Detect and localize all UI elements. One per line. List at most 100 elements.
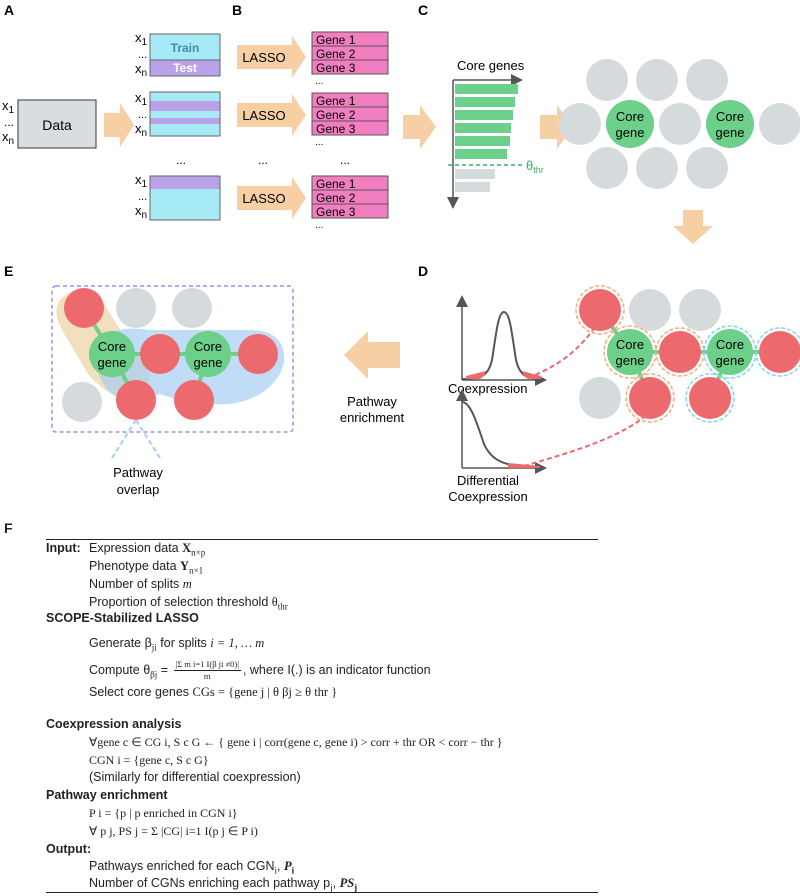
panel-label-a: A bbox=[4, 2, 14, 18]
core-gene-d2-line1: Core bbox=[716, 337, 744, 352]
gene-list-2-more: ... bbox=[315, 137, 323, 148]
split2-xn: xn bbox=[135, 121, 147, 139]
lasso-arrow-2: LASSO bbox=[237, 94, 306, 136]
core-gene-node-c1 bbox=[606, 100, 654, 148]
arrow-genes-to-coregenes bbox=[403, 105, 436, 149]
data-box bbox=[17, 99, 97, 149]
core-gene-c1-line2: gene bbox=[616, 125, 645, 140]
gene-list-1: Gene 1 Gene 2 Gene 3 ... bbox=[311, 31, 389, 87]
pathway-heading: Pathway enrichment bbox=[46, 788, 168, 802]
core-gene-e1-line2: gene bbox=[98, 355, 127, 370]
split1-test-label: Test bbox=[173, 61, 197, 75]
gene2-row2: Gene 2 bbox=[316, 108, 356, 122]
split1-x1: x1 bbox=[135, 30, 148, 48]
split3-xn: xn bbox=[135, 203, 147, 221]
bar-1 bbox=[455, 84, 518, 94]
split1-train-box bbox=[149, 33, 221, 61]
lasso-dots-between: ... bbox=[258, 153, 268, 167]
compute-line: Compute θβj = |Σ m i=1 I(β ji ≠0)|m, whe… bbox=[89, 659, 431, 681]
gene2-row3: Gene 2 bbox=[316, 191, 356, 205]
coex-line-1: ∀gene c ∈ CG i, S c G ← { gene i | corr(… bbox=[89, 735, 503, 749]
split2-test-band bbox=[150, 101, 220, 111]
split3-x1: x1 bbox=[135, 172, 148, 190]
arrow-d-to-e bbox=[344, 331, 400, 379]
gene1-row3: Gene 1 bbox=[316, 177, 356, 191]
lasso-arrow-3: LASSO bbox=[237, 177, 306, 219]
core-gene-c2-line2: gene bbox=[716, 125, 745, 140]
core-gene-c1-line1: Core bbox=[616, 109, 644, 124]
coexpression-heading: Coexpression analysis bbox=[46, 717, 182, 731]
panel-label-b: B bbox=[232, 2, 242, 18]
lasso-label-2: LASSO bbox=[242, 108, 285, 123]
workflow-figure: A B C E D x1 ... xn Data x1 ... xn Train… bbox=[2, 2, 800, 504]
pathway-overlap-line2: overlap bbox=[117, 482, 160, 497]
split-row-1: x1 ... xn Train Test bbox=[135, 30, 221, 79]
gene3-row1: Gene 3 bbox=[316, 61, 356, 75]
split1-dots: ... bbox=[138, 49, 147, 61]
split2-test-band-2 bbox=[150, 118, 220, 124]
pathway-line-1: P i = {p | p enriched in CGN i} bbox=[89, 806, 238, 820]
lasso-label-3: LASSO bbox=[242, 191, 285, 206]
core-gene-network-d: Core gene Core gene bbox=[575, 285, 800, 423]
input-line-1: Expression data Xn×p bbox=[89, 541, 206, 558]
lasso-label-1: LASSO bbox=[242, 50, 285, 65]
input-line-2: Phenotype data Yn×1 bbox=[89, 559, 204, 576]
split2-frame bbox=[149, 91, 221, 137]
compute-fraction: |Σ m i=1 I(β ji ≠0)|m bbox=[173, 659, 241, 681]
gene1-row1: Gene 1 bbox=[316, 33, 356, 47]
core-gene-d1-line1: Core bbox=[616, 337, 644, 352]
core-gene-c2-line1: Core bbox=[716, 109, 744, 124]
threshold-label: θthr bbox=[526, 158, 544, 175]
core-gene-d1-line2: gene bbox=[616, 353, 645, 368]
split-dots-between: ... bbox=[176, 153, 186, 167]
core-gene-node-c2 bbox=[706, 100, 754, 148]
bar-3 bbox=[455, 110, 513, 120]
core-genes-title: Core genes bbox=[457, 58, 525, 73]
split1-test-box bbox=[149, 59, 221, 77]
gene2-row1: Gene 2 bbox=[316, 47, 356, 61]
core-gene-e2-line1: Core bbox=[194, 339, 222, 354]
core-gene-e1-line1: Core bbox=[98, 339, 126, 354]
bar-7 bbox=[455, 169, 495, 179]
diffcoex-label-line2: Coexpression bbox=[448, 489, 528, 504]
panel-label-e: E bbox=[4, 263, 13, 279]
generate-line: Generate βji for splits i = 1, … m bbox=[89, 636, 265, 653]
differential-coexpression-plot: Differential Coexpression bbox=[448, 389, 547, 504]
core-genes-chart: Core genes θthr bbox=[447, 58, 544, 209]
pathway-line-2: ∀ p j, PS j = Σ |CG| i=1 I(p j ∈ P i) bbox=[89, 824, 258, 838]
pathway-overlap-line1: Pathway bbox=[113, 465, 163, 480]
core-gene-d2-line2: gene bbox=[716, 353, 745, 368]
bar-5 bbox=[455, 136, 510, 146]
coex-line-2: CGN i = {gene c, S c G} bbox=[89, 753, 209, 767]
bar-4 bbox=[455, 123, 511, 133]
bar-2 bbox=[455, 97, 515, 107]
gene-dots-between: ... bbox=[340, 153, 350, 167]
gene3-row3: Gene 3 bbox=[316, 205, 356, 219]
input-line-3: Number of splits m bbox=[89, 577, 192, 591]
core-gene-network-c: Core gene Core gene bbox=[559, 59, 800, 189]
panel-label-c: C bbox=[418, 2, 428, 18]
split3-test-band bbox=[150, 176, 220, 189]
gene-list-1-more: ... bbox=[315, 76, 323, 87]
panel-label-f: F bbox=[4, 520, 13, 536]
split1-train-label: Train bbox=[171, 41, 200, 55]
algorithm-bottom-rule bbox=[46, 892, 598, 893]
pathway-enrichment-line2: enrichment bbox=[340, 410, 405, 425]
select-line: Select core genes CGs = {gene j | θ βj ≥… bbox=[89, 685, 338, 699]
diffcoex-label-line1: Differential bbox=[457, 473, 519, 488]
lasso-arrow-1: LASSO bbox=[237, 36, 306, 78]
bar-6 bbox=[455, 149, 507, 159]
output-line-1: Pathways enriched for each CGNi, Pi bbox=[89, 859, 295, 876]
scope-heading: SCOPE-Stabilized LASSO bbox=[46, 611, 199, 625]
output-heading: Output: bbox=[46, 842, 92, 856]
connector-diffcoexpression bbox=[523, 411, 651, 467]
gene-list-2: Gene 1 Gene 2 Gene 3 ... bbox=[311, 92, 389, 148]
pathway-enrichment-line1: Pathway bbox=[347, 394, 397, 409]
coex-note: (Similarly for differential coexpression… bbox=[89, 770, 301, 784]
data-x1-label: x1 bbox=[2, 98, 15, 116]
arrow-data-to-splits bbox=[104, 103, 134, 147]
panel-label-d: D bbox=[418, 263, 428, 279]
split-row-2: x1 ... xn bbox=[135, 90, 221, 139]
core-gene-e2-line2: gene bbox=[194, 355, 223, 370]
